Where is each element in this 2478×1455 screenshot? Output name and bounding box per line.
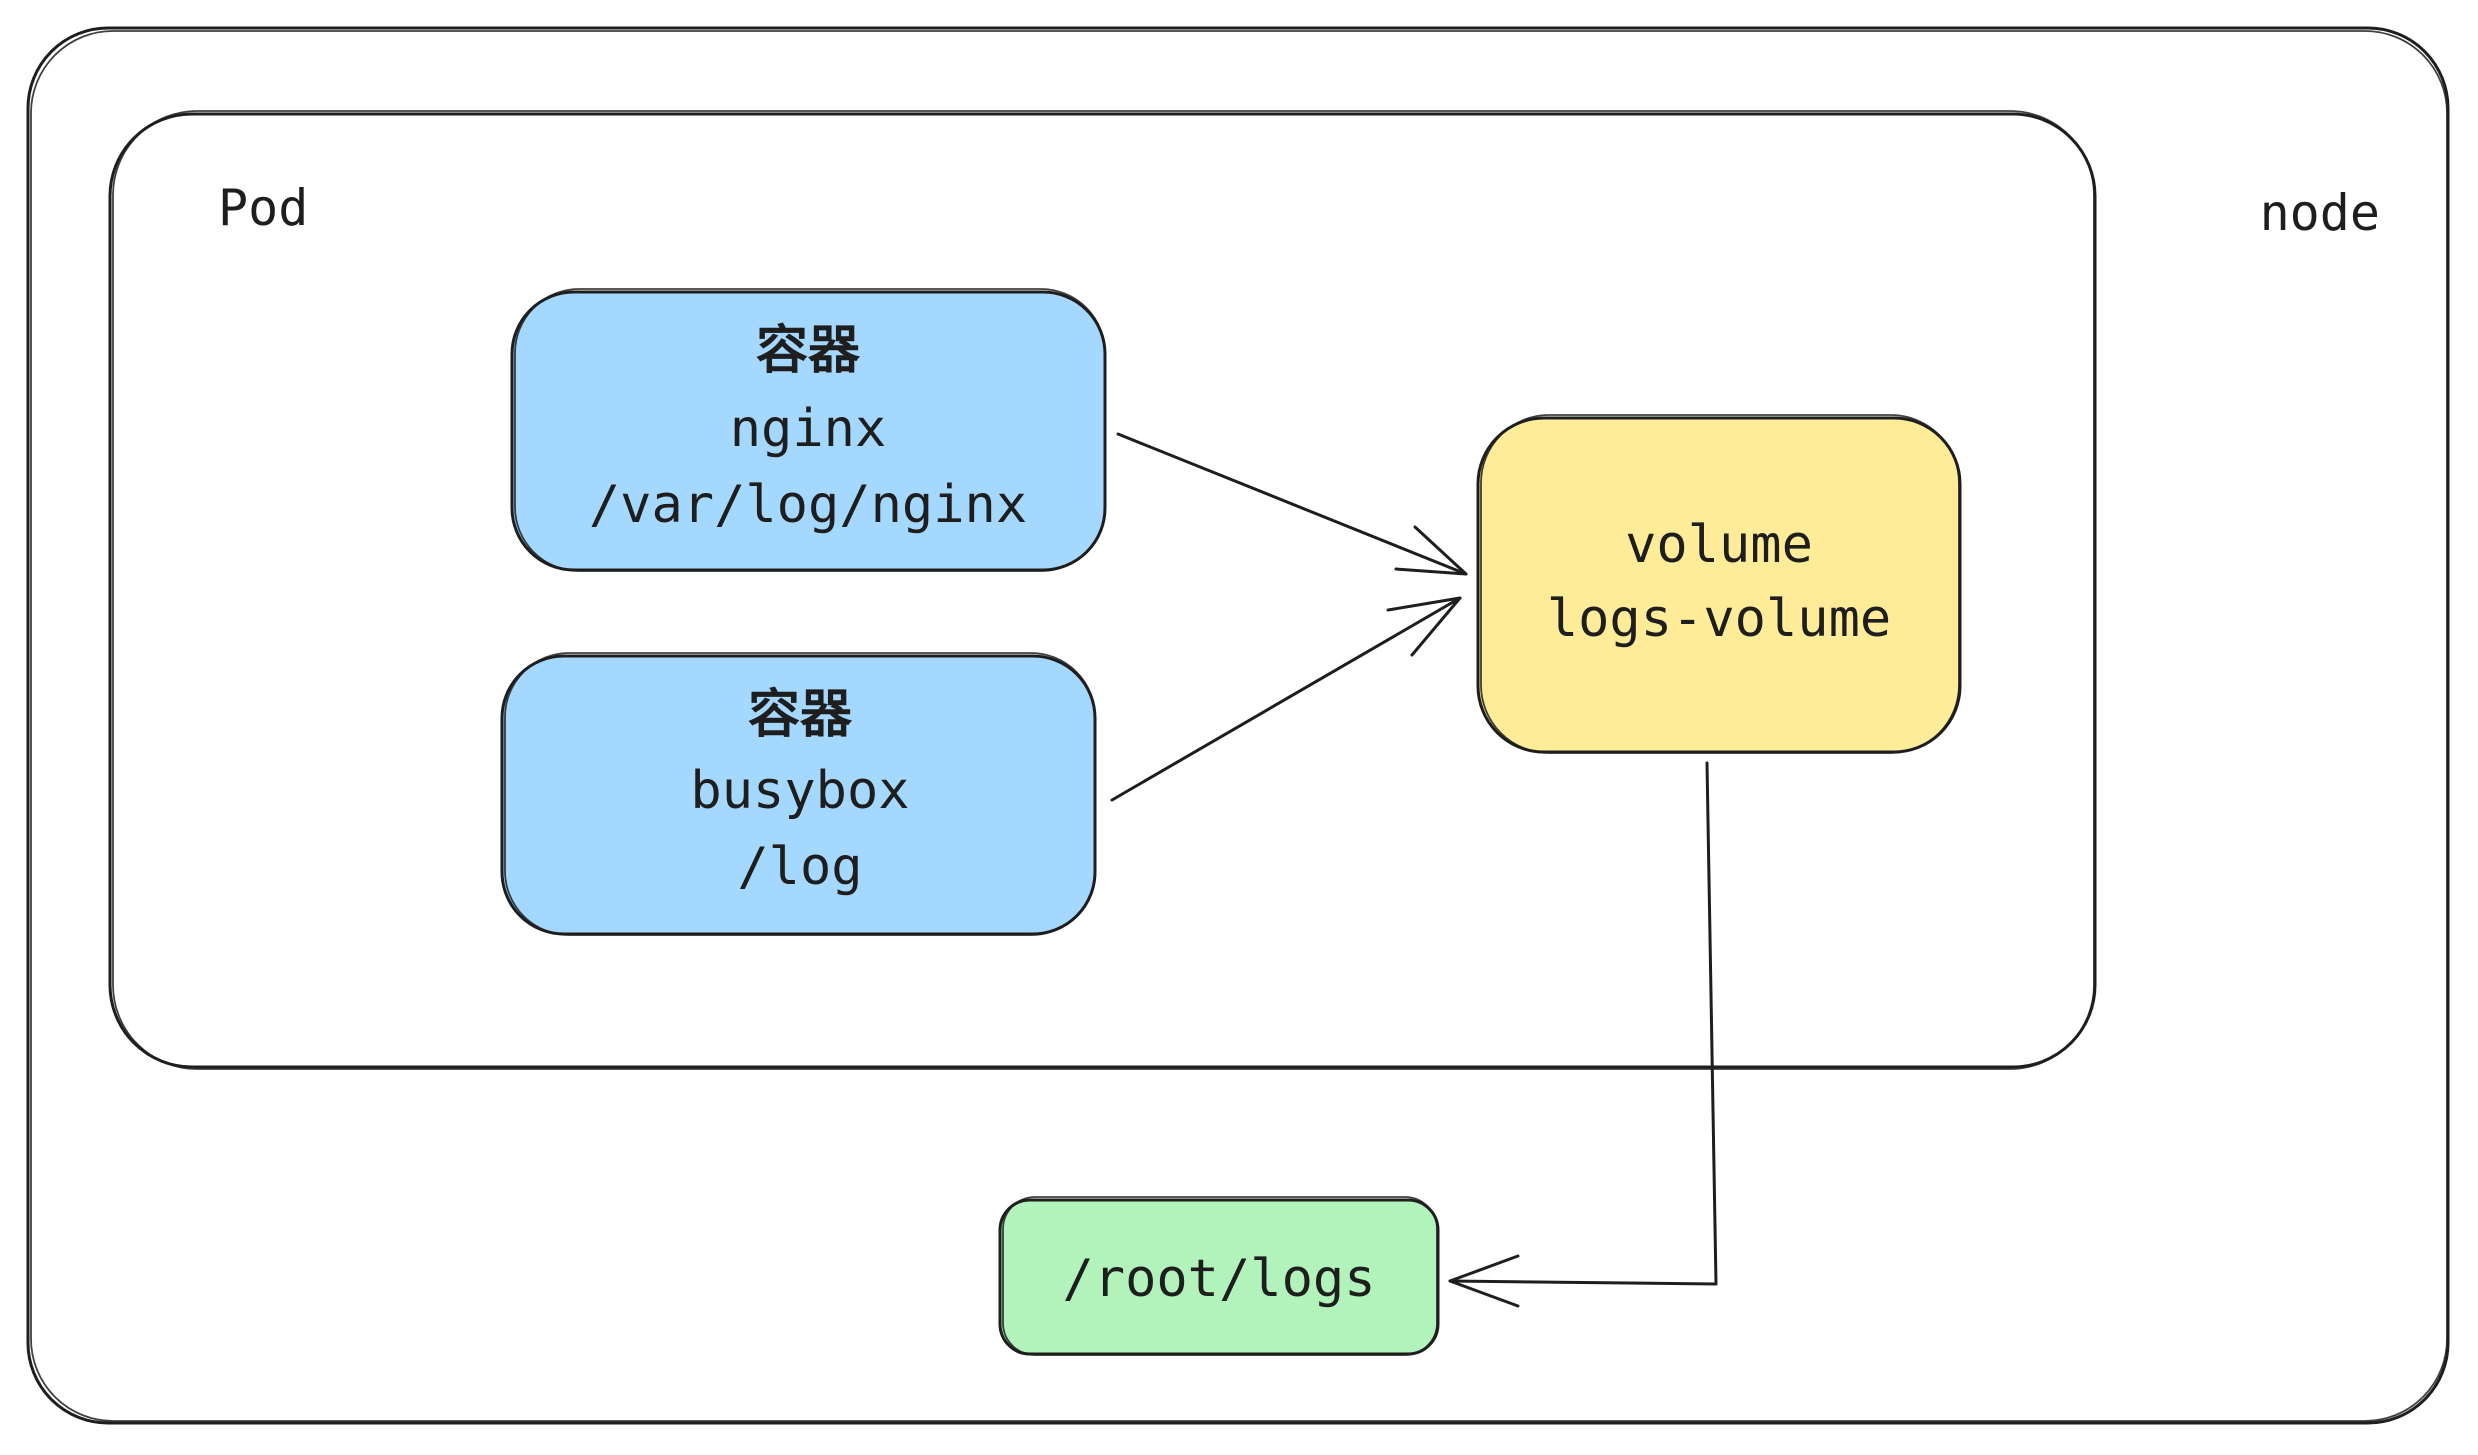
host-path-box [998,1198,1440,1356]
node-label: node [2260,184,2380,242]
host-path-label: /root/logs [1062,1249,1375,1309]
pod-label: Pod [218,179,308,237]
arrow-volume-to-host-path [1448,761,1718,1308]
volume-box [1476,416,1962,754]
node-frame [26,26,2450,1425]
volume-kind: volume [1625,515,1813,575]
container-busybox-name: busybox [690,761,909,821]
container-nginx-kind: 容器 [756,321,861,381]
container-busybox-kind: 容器 [748,685,853,745]
arrow-busybox-to-volume [1110,596,1462,802]
container-nginx: 容器 nginx /var/log/nginx [510,288,1107,572]
container-nginx-mount-path: /var/log/nginx [589,475,1027,535]
volume-name: logs-volume [1547,589,1891,649]
container-busybox-mount-path: /log [737,837,862,897]
volume: volume logs-volume [1476,414,1962,754]
arrow-nginx-to-volume [1116,432,1468,576]
container-busybox: 容器 busybox /log [500,652,1097,936]
host-path: /root/logs [998,1196,1440,1356]
container-nginx-name: nginx [730,399,887,459]
pod-frame [108,110,2097,1070]
